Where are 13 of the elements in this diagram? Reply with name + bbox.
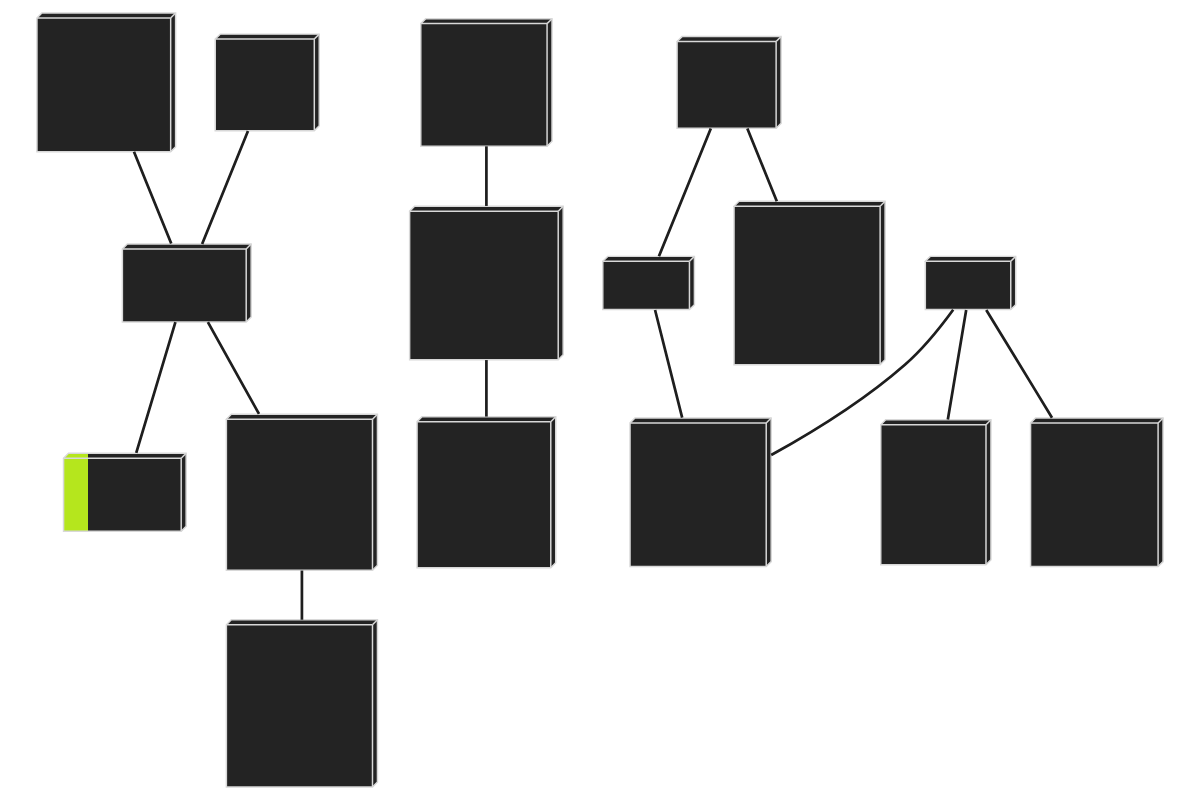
connector (985, 309, 1054, 419)
connector (485, 146, 488, 206)
connector (485, 360, 488, 417)
connector (134, 321, 177, 454)
connector (300, 570, 304, 620)
connector (206, 321, 261, 415)
connector (946, 309, 968, 420)
connector (770, 308, 955, 457)
connector (653, 309, 684, 418)
connector (200, 130, 250, 245)
connector (132, 151, 173, 245)
connector (657, 128, 713, 257)
connector (746, 128, 779, 202)
